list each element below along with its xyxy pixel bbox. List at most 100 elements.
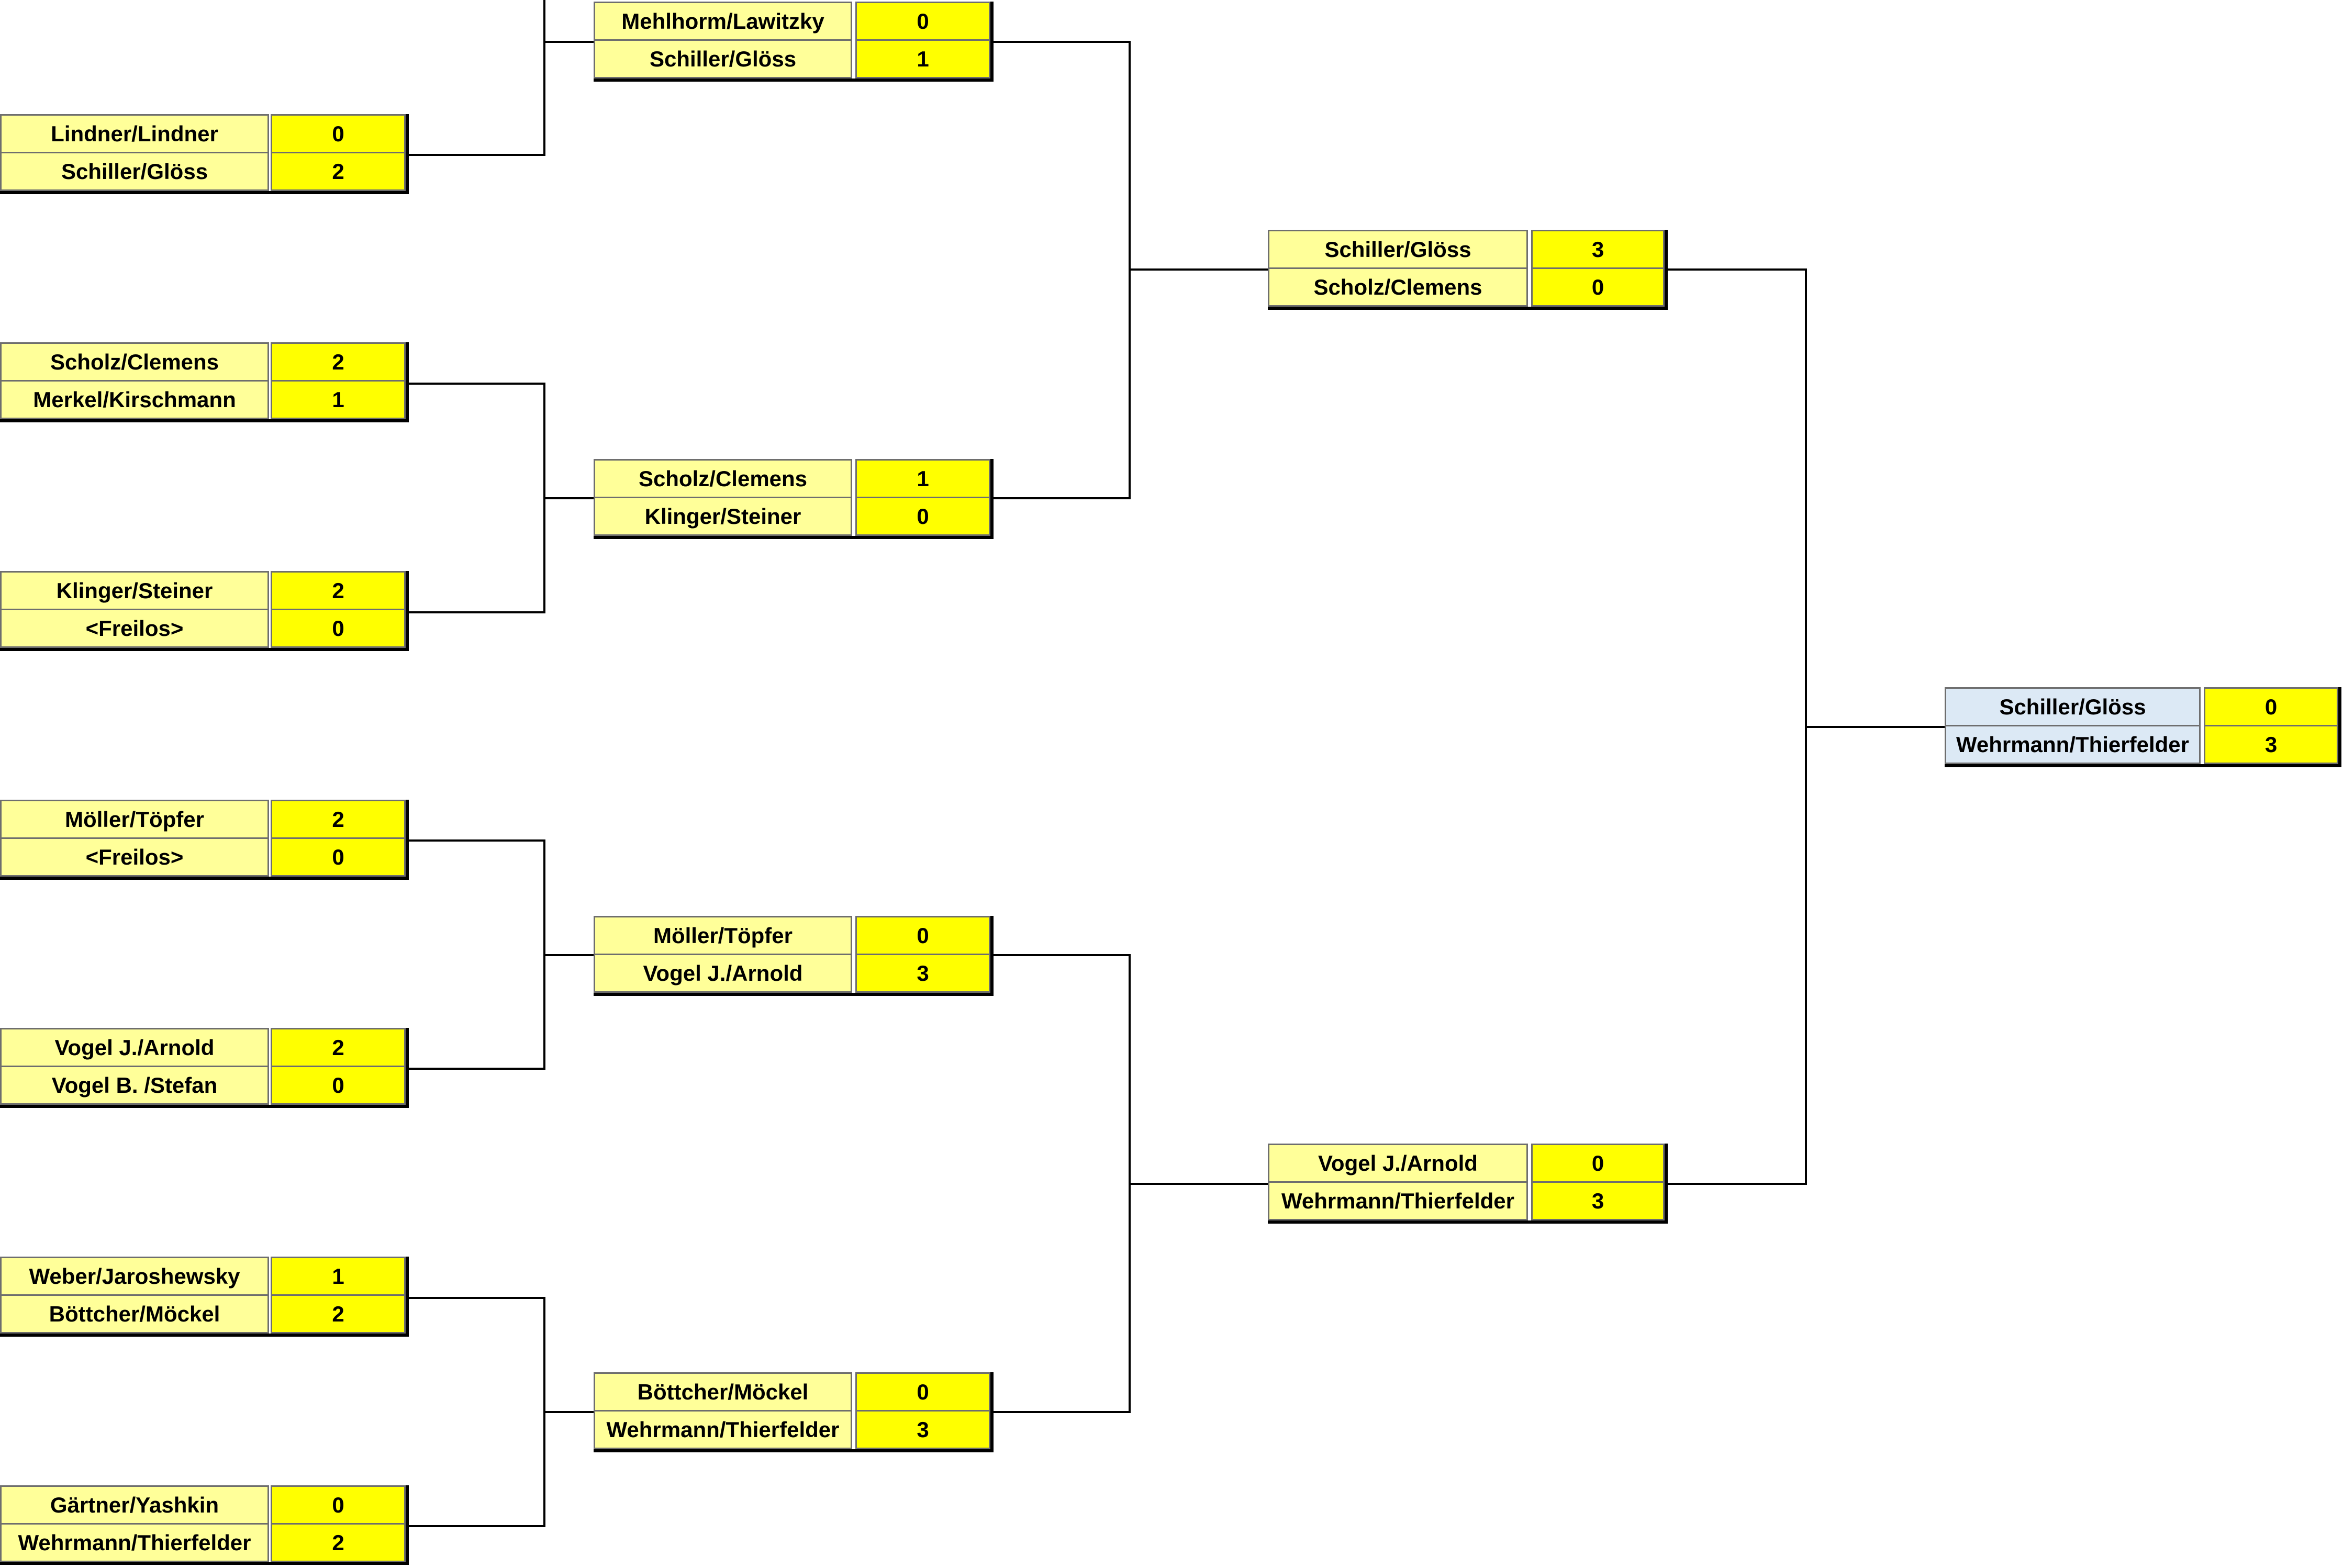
team-name: Böttcher/Möckel: [0, 1294, 269, 1334]
cell-shadow: [594, 79, 992, 82]
match-team-row: Schiller/Glöss 2: [0, 152, 407, 191]
match-team-row: Vogel B. /Stefan 0: [0, 1066, 407, 1105]
cell-shadow: [1665, 230, 1668, 310]
cell-shadow: [0, 1105, 407, 1108]
team-score: 0: [271, 1485, 406, 1525]
cell-shadow: [594, 536, 992, 539]
team-score: 2: [271, 152, 406, 191]
match-team-row: Böttcher/Möckel 2: [0, 1294, 407, 1334]
team-name: Scholz/Clemens: [594, 459, 852, 498]
match-r1m1: Lindner/Lindner 0 Schiller/Glöss 2: [0, 114, 409, 194]
match-r1m7: Gärtner/Yashkin 0 Wehrmann/Thierfelder 2: [0, 1485, 409, 1565]
team-name: Scholz/Clemens: [0, 342, 269, 382]
team-name: <Freilos>: [0, 609, 269, 648]
team-name: Vogel B. /Stefan: [0, 1066, 269, 1105]
bracket-connector-line: [407, 1297, 545, 1527]
cell-shadow: [406, 1485, 409, 1565]
cell-shadow: [1268, 1220, 1666, 1224]
match-team-row: Mehlhorm/Lawitzky 0: [594, 2, 992, 41]
match-team-row: Schiller/Glöss 3: [1268, 230, 1666, 269]
team-name: Wehrmann/Thierfelder: [1268, 1181, 1528, 1220]
cell-shadow: [594, 1449, 992, 1452]
cell-shadow: [990, 916, 994, 996]
match-team-row: Scholz/Clemens 2: [0, 342, 407, 382]
cell-shadow: [594, 993, 992, 996]
team-name: Möller/Töpfer: [0, 800, 269, 839]
team-name: Böttcher/Möckel: [594, 1372, 852, 1412]
cell-shadow: [1665, 1144, 1668, 1224]
team-score: 1: [271, 1257, 406, 1296]
team-name: Lindner/Lindner: [0, 114, 269, 153]
match-team-row: Klinger/Steiner 0: [594, 497, 992, 536]
team-score: 0: [855, 1372, 990, 1412]
team-name: Wehrmann/Thierfelder: [0, 1523, 269, 1562]
team-name: Schiller/Glöss: [0, 152, 269, 191]
match-r1m2: Scholz/Clemens 2 Merkel/Kirschmann 1: [0, 342, 409, 422]
team-name: Vogel J./Arnold: [0, 1028, 269, 1067]
bracket-connector-line: [407, 0, 545, 156]
match-r1m6: Weber/Jaroshewsky 1 Böttcher/Möckel 2: [0, 1257, 409, 1337]
team-score: 0: [271, 837, 406, 877]
match-team-row: Böttcher/Möckel 0: [594, 1372, 992, 1412]
bracket-connector-line: [407, 383, 545, 613]
team-name: Vogel J./Arnold: [1268, 1144, 1528, 1183]
team-score: 3: [2204, 725, 2338, 764]
match-r2m1: Mehlhorm/Lawitzky 0 Schiller/Glöss 1: [594, 2, 994, 82]
team-score: 0: [1531, 267, 1665, 307]
cell-shadow: [0, 648, 407, 651]
match-team-row: Wehrmann/Thierfelder 3: [594, 1410, 992, 1449]
match-r1m3: Klinger/Steiner 2 <Freilos> 0: [0, 571, 409, 651]
match-team-row: Möller/Töpfer 2: [0, 800, 407, 839]
match-team-row: Schiller/Glöss 0: [1945, 687, 2340, 726]
match-r2m3: Möller/Töpfer 0 Vogel J./Arnold 3: [594, 916, 994, 996]
match-r1m5: Vogel J./Arnold 2 Vogel B. /Stefan 0: [0, 1028, 409, 1108]
team-score: 0: [271, 1066, 406, 1105]
team-score: 2: [271, 1523, 406, 1562]
cell-shadow: [0, 1334, 407, 1337]
team-score: 3: [1531, 1181, 1665, 1220]
team-name: Schiller/Glöss: [1945, 687, 2201, 726]
team-score: 0: [855, 2, 990, 41]
cell-shadow: [990, 459, 994, 539]
team-name: Wehrmann/Thierfelder: [1945, 725, 2201, 764]
team-score: 2: [271, 800, 406, 839]
match-r2m2: Scholz/Clemens 1 Klinger/Steiner 0: [594, 459, 994, 539]
team-score: 0: [2204, 687, 2338, 726]
team-name: Weber/Jaroshewsky: [0, 1257, 269, 1296]
cell-shadow: [406, 114, 409, 194]
bracket-connector-line: [992, 41, 1131, 499]
match-team-row: Weber/Jaroshewsky 1: [0, 1257, 407, 1296]
match-team-row: Möller/Töpfer 0: [594, 916, 992, 955]
team-name: Schiller/Glöss: [594, 39, 852, 79]
team-score: 0: [855, 916, 990, 955]
team-name: Schiller/Glöss: [1268, 230, 1528, 269]
team-score: 3: [855, 1410, 990, 1449]
cell-shadow: [2338, 687, 2341, 767]
team-score: 0: [855, 497, 990, 536]
team-score: 3: [855, 954, 990, 993]
match-team-row: <Freilos> 0: [0, 609, 407, 648]
match-r2m4: Böttcher/Möckel 0 Wehrmann/Thierfelder 3: [594, 1372, 994, 1452]
match-team-row: Vogel J./Arnold 3: [594, 954, 992, 993]
team-score: 1: [855, 459, 990, 498]
team-score: 2: [271, 342, 406, 382]
match-team-row: Scholz/Clemens 0: [1268, 267, 1666, 307]
team-name: Mehlhorm/Lawitzky: [594, 2, 852, 41]
team-score: 2: [271, 571, 406, 610]
bracket-connector-line: [1666, 268, 1807, 1185]
match-team-row: Merkel/Kirschmann 1: [0, 380, 407, 419]
team-score: 2: [271, 1294, 406, 1334]
cell-shadow: [406, 571, 409, 651]
cell-shadow: [990, 1372, 994, 1452]
match-team-row: Klinger/Steiner 2: [0, 571, 407, 610]
team-name: Klinger/Steiner: [0, 571, 269, 610]
match-r3m1: Schiller/Glöss 3 Scholz/Clemens 0: [1268, 230, 1668, 310]
match-final: Schiller/Glöss 0 Wehrmann/Thierfelder 3: [1945, 687, 2341, 767]
team-score: 1: [855, 39, 990, 79]
cell-shadow: [1945, 764, 2340, 767]
bracket-connector-line: [407, 839, 545, 1070]
team-score: 2: [271, 1028, 406, 1067]
match-team-row: Wehrmann/Thierfelder 2: [0, 1523, 407, 1562]
